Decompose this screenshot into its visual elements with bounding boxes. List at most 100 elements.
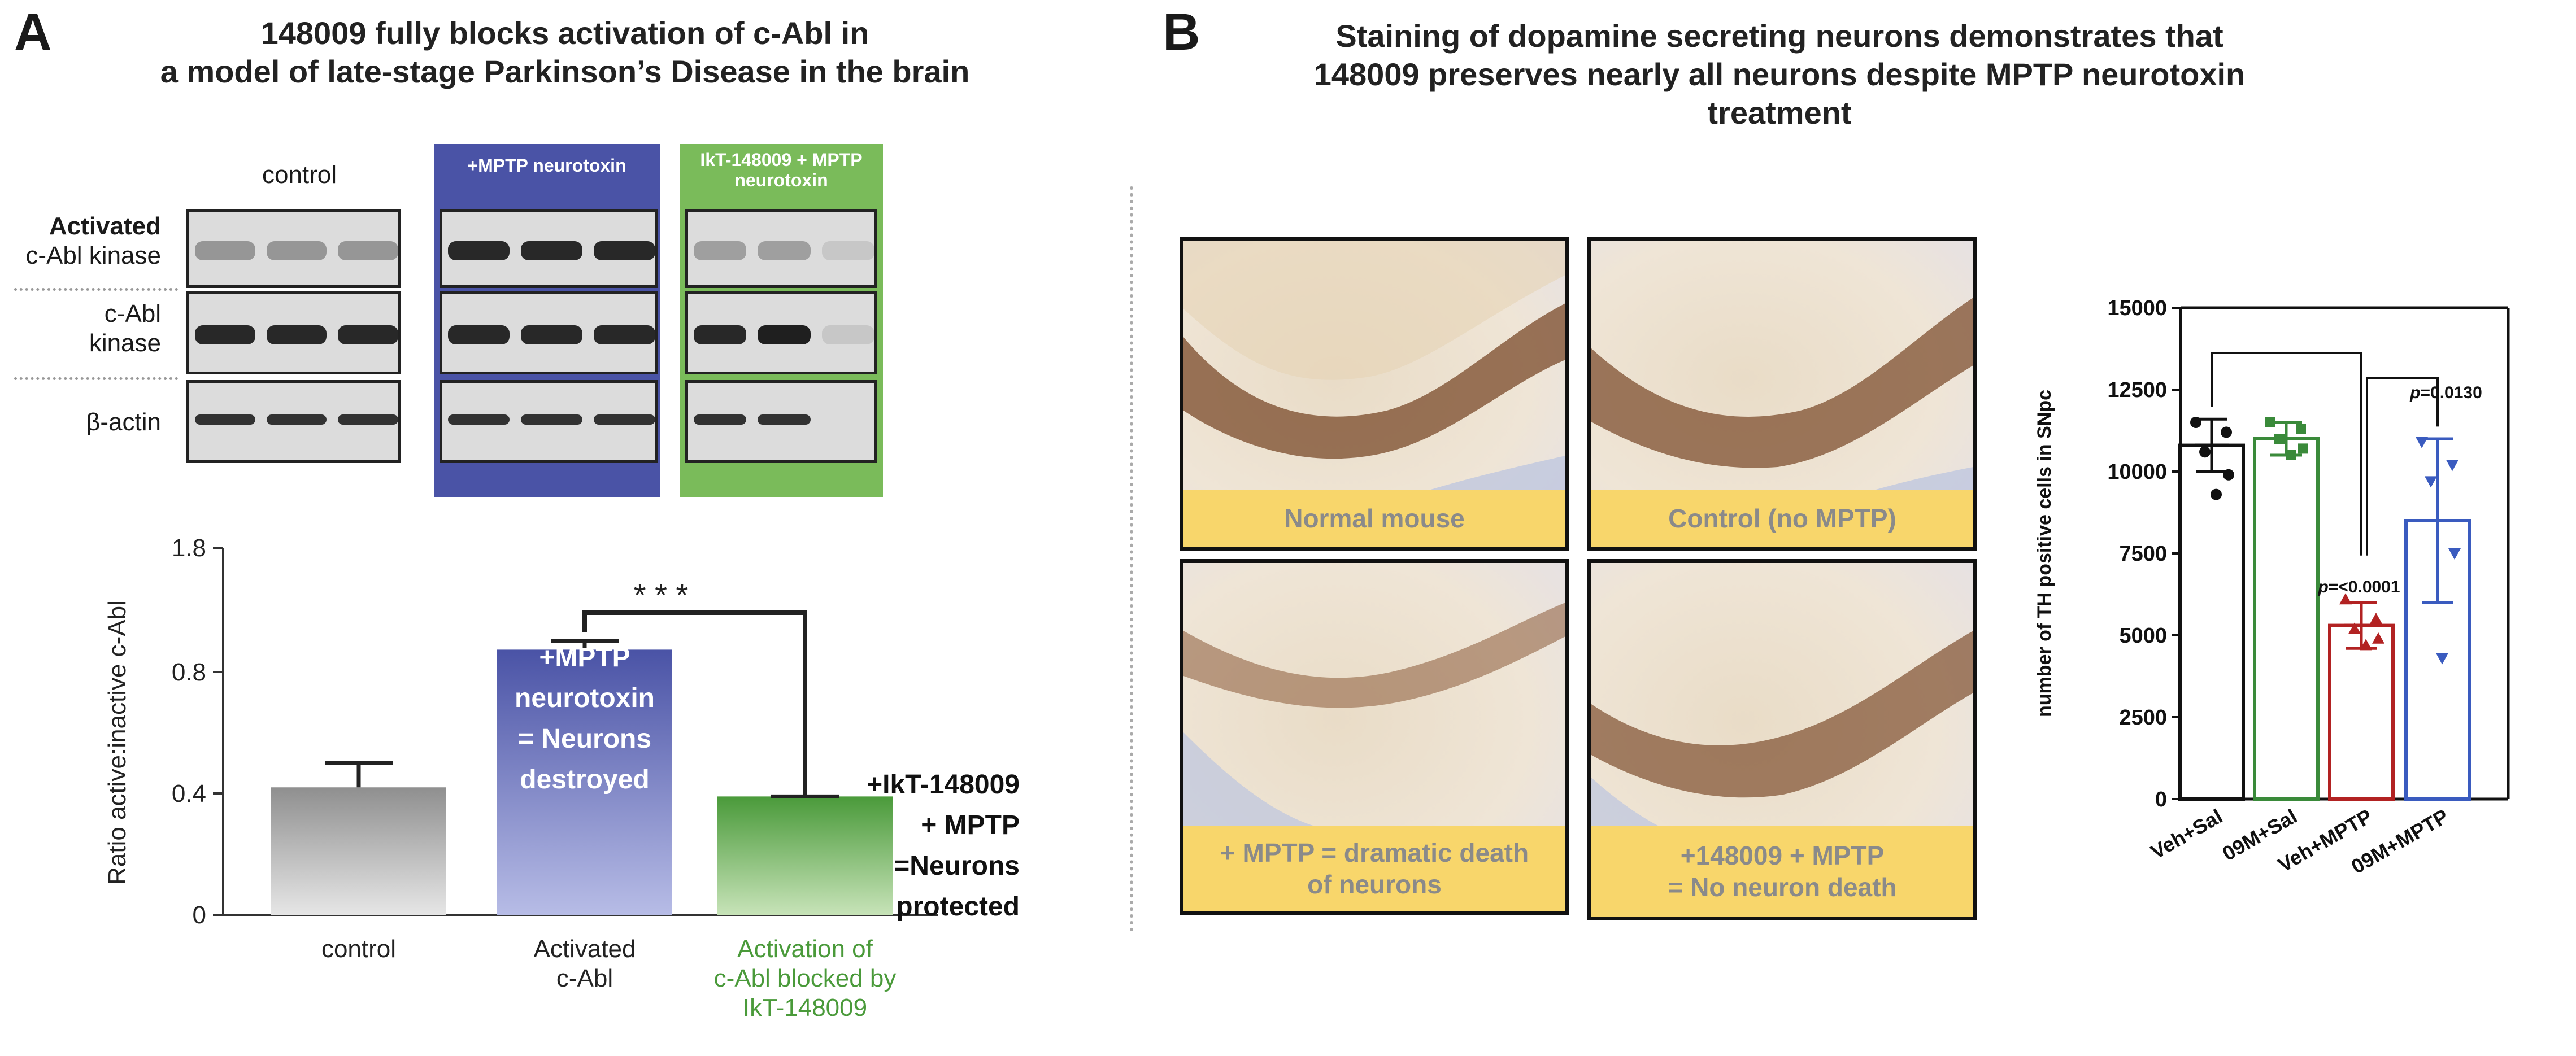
- blot-band: [195, 325, 255, 344]
- micrograph-caption-mptp: + MPTP = dramatic death of neurons: [1183, 826, 1565, 911]
- micrograph-caption-mptp-line1: + MPTP = dramatic death: [1220, 838, 1529, 867]
- x-category-label: c-Abl: [556, 965, 613, 992]
- lane-header-control: control: [262, 161, 337, 189]
- blot-band: [266, 241, 327, 260]
- data-point: [2370, 613, 2382, 624]
- blot-band: [758, 241, 811, 260]
- ikt-side-text: + MPTP: [921, 810, 1020, 840]
- blot-band: [758, 325, 811, 344]
- p-value-label: p=0.0130: [2409, 383, 2482, 402]
- micrograph-caption-ikt-line2: = No neuron death: [1668, 872, 1897, 902]
- bar-1: [497, 649, 672, 915]
- blot-band: [338, 325, 398, 344]
- data-point: [2348, 622, 2361, 634]
- x-category-label: IkT-148009: [743, 994, 867, 1022]
- blot-band: [821, 325, 874, 344]
- significance-stars: * * *: [634, 577, 689, 613]
- blot-band: [594, 241, 655, 260]
- y-tick-label: 2500: [2119, 706, 2167, 730]
- x-category-label: c-Abl blocked by: [714, 965, 897, 992]
- blot-label-cabl-line1: c-Abl: [104, 300, 161, 328]
- significance-bracket: [582, 610, 807, 797]
- blot-band: [521, 325, 582, 344]
- y-tick-label: 0.4: [172, 780, 206, 808]
- panel-divider: [1130, 186, 1133, 932]
- ikt-side-text: +IkT-148009: [867, 770, 1020, 800]
- blot-band: [521, 241, 582, 260]
- y-tick-label: 0: [193, 901, 206, 929]
- data-point: [2286, 450, 2296, 460]
- data-point: [2372, 632, 2384, 644]
- blot-band: [338, 241, 398, 260]
- y-tick-label: 15000: [2107, 296, 2167, 320]
- panel-a-letter: A: [14, 3, 52, 61]
- y-axis-label: number of TH positive cells in SNpc: [2034, 390, 2055, 717]
- blot-band: [448, 325, 510, 344]
- y-tick-label: 0.8: [172, 658, 206, 686]
- panel-b-title-line1: Staining of dopamine secreting neurons d…: [1335, 18, 2223, 54]
- micrograph-caption-ikt-line1: +148009 + MPTP: [1680, 841, 1885, 870]
- p-value-prefix: p: [2317, 578, 2328, 596]
- micrograph-caption-ikt: +148009 + MPTP = No neuron death: [1591, 826, 1973, 917]
- mptp-bar-text: neurotoxin: [515, 683, 655, 713]
- blot-label-cabl-line2: kinase: [89, 329, 161, 357]
- significance-bracket-1: [2211, 352, 2362, 556]
- blot-band: [694, 325, 747, 344]
- data-point: [2190, 417, 2201, 428]
- bar-1: [2253, 437, 2320, 801]
- data-point: [2339, 593, 2352, 605]
- blot-band: [594, 325, 655, 344]
- data-point: [2199, 446, 2211, 458]
- panel-a-title-line2: a model of late-stage Parkinson’s Diseas…: [160, 54, 970, 89]
- blot-actin-group-0: [186, 380, 401, 463]
- panel-b-title-line2: 148009 preserves nearly all neurons desp…: [1313, 56, 2246, 92]
- data-point: [2223, 469, 2234, 481]
- blot-band: [521, 414, 582, 425]
- blot-cabl-group-2: [685, 291, 877, 374]
- y-tick-label: 12500: [2107, 378, 2167, 402]
- blot-activated-group-1: [440, 209, 658, 288]
- data-point: [2296, 424, 2306, 434]
- p-value-label: p=<0.0001: [2317, 578, 2400, 596]
- micrograph-mptp: + MPTP = dramatic death of neurons: [1180, 559, 1569, 915]
- x-category-label: Activated: [534, 935, 636, 963]
- panel-b-title-line3: treatment: [1707, 95, 1852, 130]
- ikt-side-text: =Neurons: [894, 851, 1020, 881]
- data-point: [2448, 548, 2461, 560]
- lane-header-ikt: IkT-148009 + MPTP neurotoxin: [680, 150, 883, 190]
- p-value-text: =<0.0001: [2329, 578, 2400, 596]
- blot-separator-1: [14, 288, 178, 291]
- lane-header-ikt-line1: IkT-148009 + MPTP: [700, 150, 863, 170]
- blot-band: [758, 414, 811, 425]
- data-point: [2360, 639, 2372, 651]
- ikt-side-text: protected: [896, 892, 1020, 922]
- p-value-text: =0.0130: [2421, 383, 2482, 402]
- panel-b-title: Staining of dopamine secreting neurons d…: [1299, 17, 2260, 132]
- blot-label-actin: β-actin: [86, 408, 161, 436]
- lane-header-ikt-line2: neurotoxin: [734, 170, 828, 190]
- blot-band: [448, 241, 510, 260]
- micrograph-normal: Normal mouse: [1180, 237, 1569, 551]
- significance-bracket-2: [2366, 377, 2439, 556]
- micrograph-caption-normal-line1: Normal mouse: [1284, 504, 1465, 533]
- x-category-label: control: [321, 935, 396, 963]
- data-point: [2416, 437, 2428, 448]
- mptp-bar-text: = Neurons: [518, 724, 651, 754]
- bar-2: [717, 796, 893, 915]
- blot-band: [195, 241, 255, 260]
- y-tick-label: 10000: [2107, 460, 2167, 484]
- mptp-bar-text: destroyed: [520, 765, 649, 795]
- y-tick-label: 0: [2155, 788, 2167, 811]
- data-point: [2265, 417, 2275, 427]
- y-tick-label: 1.8: [172, 534, 206, 562]
- blot-band: [822, 414, 874, 425]
- blot-activated-group-0: [186, 209, 401, 288]
- data-point: [2436, 653, 2448, 665]
- blot-activated-group-2: [685, 209, 877, 288]
- panel-a-title-line1: 148009 fully blocks activation of c-Abl …: [260, 15, 869, 51]
- blot-band: [694, 241, 747, 260]
- blot-band: [195, 414, 255, 425]
- lane-header-mptp: +MPTP neurotoxin: [467, 155, 626, 176]
